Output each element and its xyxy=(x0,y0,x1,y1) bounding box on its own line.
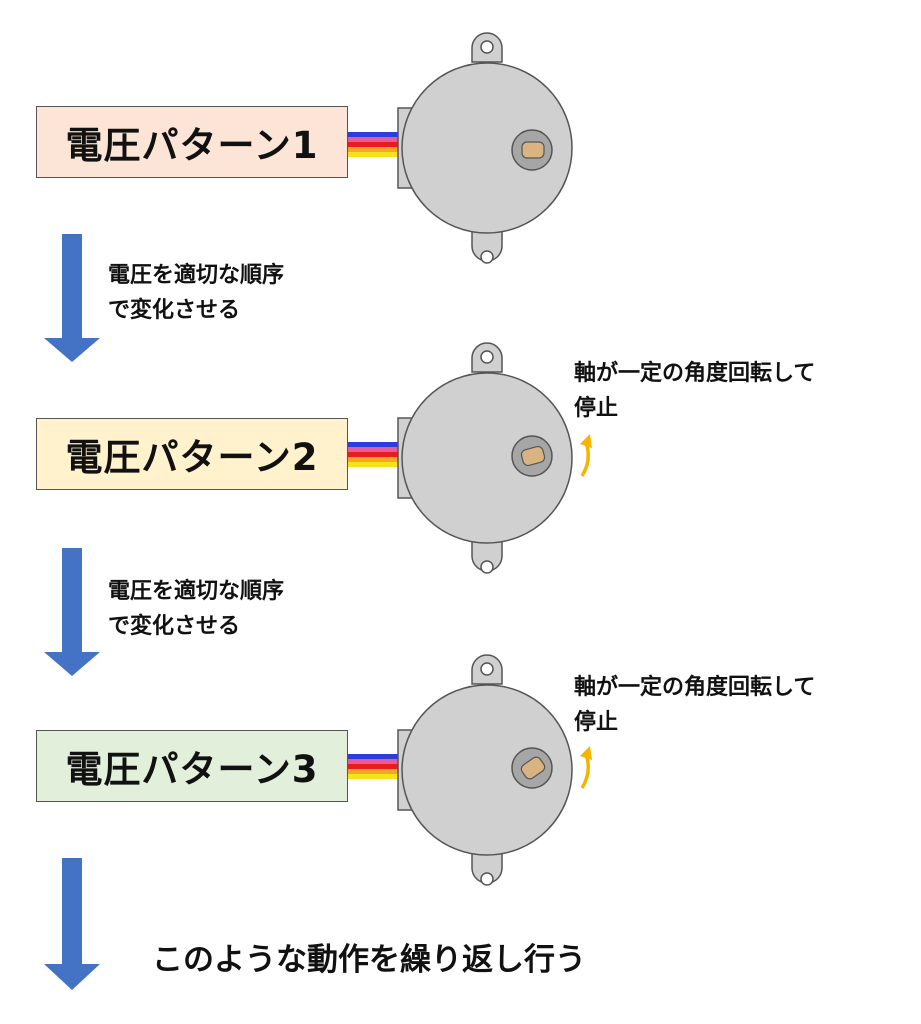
stepper-motor-3 xyxy=(348,654,592,886)
motor-body-icon xyxy=(401,62,573,234)
rotation-note-line: 停止 xyxy=(574,710,619,735)
down-arrow-3 xyxy=(44,858,100,990)
motor-body-icon xyxy=(401,684,573,856)
voltage-pattern-1-box: 電圧パターン1 xyxy=(36,106,348,178)
mount-hole-icon xyxy=(480,662,494,676)
stepper-motor-2 xyxy=(348,342,592,574)
rotation-note-line: 軸が一定の角度回転して xyxy=(574,675,816,700)
step-note-line: で変化させる xyxy=(108,614,241,639)
pattern-label: 電圧パターン3 xyxy=(65,748,319,791)
voltage-pattern-2-box: 電圧パターン2 xyxy=(36,418,348,490)
conclusion-text: このような動作を繰り返し行う xyxy=(152,942,586,978)
rotation-note-1: 軸が一定の角度回転して 停止 xyxy=(574,356,815,426)
mount-hole-icon xyxy=(480,250,494,264)
step-note-2: 電圧を適切な順序 で変化させる xyxy=(108,574,284,644)
down-arrow-2 xyxy=(44,548,100,676)
wires-1 xyxy=(348,132,398,157)
mount-hole-icon xyxy=(480,350,494,364)
shaft-icon xyxy=(521,141,545,159)
pattern-label: 電圧パターン1 xyxy=(65,124,319,167)
stepper-motor-1 xyxy=(348,32,573,264)
rotation-note-line: 停止 xyxy=(574,396,619,421)
mount-hole-icon xyxy=(480,872,494,886)
pattern-label: 電圧パターン2 xyxy=(65,436,319,479)
down-arrow-1 xyxy=(44,234,100,362)
shaft-icon xyxy=(520,756,546,780)
rotation-note-2: 軸が一定の角度回転して 停止 xyxy=(574,670,815,740)
motor-body-icon xyxy=(401,372,573,544)
shaft-icon xyxy=(520,445,546,467)
voltage-pattern-3-box: 電圧パターン3 xyxy=(36,730,348,802)
wires-2 xyxy=(348,442,398,467)
rotation-arrow-icon xyxy=(580,753,590,789)
step-note-line: で変化させる xyxy=(108,298,241,323)
mount-hole-icon xyxy=(480,560,494,574)
mount-hole-icon xyxy=(480,40,494,54)
step-note-1: 電圧を適切な順序 で変化させる xyxy=(108,258,284,328)
rotation-note-line: 軸が一定の角度回転して xyxy=(574,361,816,386)
rotation-arrow-icon xyxy=(580,441,590,477)
wires-3 xyxy=(348,754,398,779)
step-note-line: 電圧を適切な順序 xyxy=(108,263,285,288)
step-note-line: 電圧を適切な順序 xyxy=(108,579,285,604)
